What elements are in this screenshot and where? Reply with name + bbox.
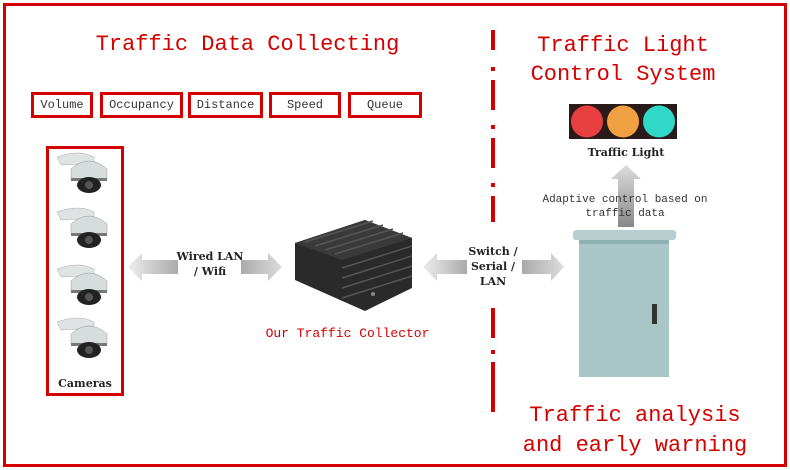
- separator: [491, 362, 495, 412]
- link2-label-line1: Switch /: [468, 245, 518, 258]
- separator-dot: [491, 125, 495, 129]
- double-arrow-link1: [128, 253, 282, 281]
- traffic-light-icon: [569, 104, 677, 139]
- tag-distance: Distance: [188, 92, 263, 118]
- separator: [491, 30, 495, 50]
- left-title: Traffic Data Collecting: [95, 32, 400, 57]
- traffic-collector-device: [295, 220, 413, 311]
- tag-queue: Queue: [348, 92, 422, 118]
- traffic-light-label: Traffic Light: [587, 146, 665, 159]
- camera-icons: [56, 152, 108, 359]
- cameras-box: [46, 146, 124, 396]
- bottom-title-line1: Traffic analysis: [529, 403, 741, 428]
- control-cabinet: [573, 230, 676, 377]
- separator: [491, 308, 495, 338]
- separator: [491, 196, 495, 222]
- outer-frame: [3, 3, 787, 467]
- link1-label-line1: Wired LAN: [176, 250, 244, 263]
- separator-dot: [491, 183, 495, 187]
- up-arrow: [611, 165, 641, 227]
- link2-label-line2: Serial /: [470, 260, 516, 273]
- separator: [491, 80, 495, 110]
- separator-dot: [491, 350, 495, 354]
- tag-volume: Volume: [31, 92, 93, 118]
- bottom-title-line2: and early warning: [522, 433, 748, 458]
- adaptive-note-line2: traffic data: [585, 208, 665, 220]
- separator-dot: [491, 67, 495, 71]
- collector-label: Our Traffic Collector: [265, 326, 430, 341]
- link2-label-line3: LAN: [479, 275, 507, 288]
- link1-label-line2: / Wifi: [193, 265, 227, 278]
- tag-speed: Speed: [269, 92, 341, 118]
- adaptive-note-line1: Adaptive control based on: [542, 194, 708, 206]
- double-arrow-link2: [423, 253, 564, 281]
- cameras-label: Cameras: [58, 377, 112, 390]
- right-title-line2: Control System: [530, 62, 716, 87]
- tag-occupancy: Occupancy: [100, 92, 183, 118]
- separator: [491, 138, 495, 168]
- right-title-line1: Traffic Light: [537, 33, 709, 58]
